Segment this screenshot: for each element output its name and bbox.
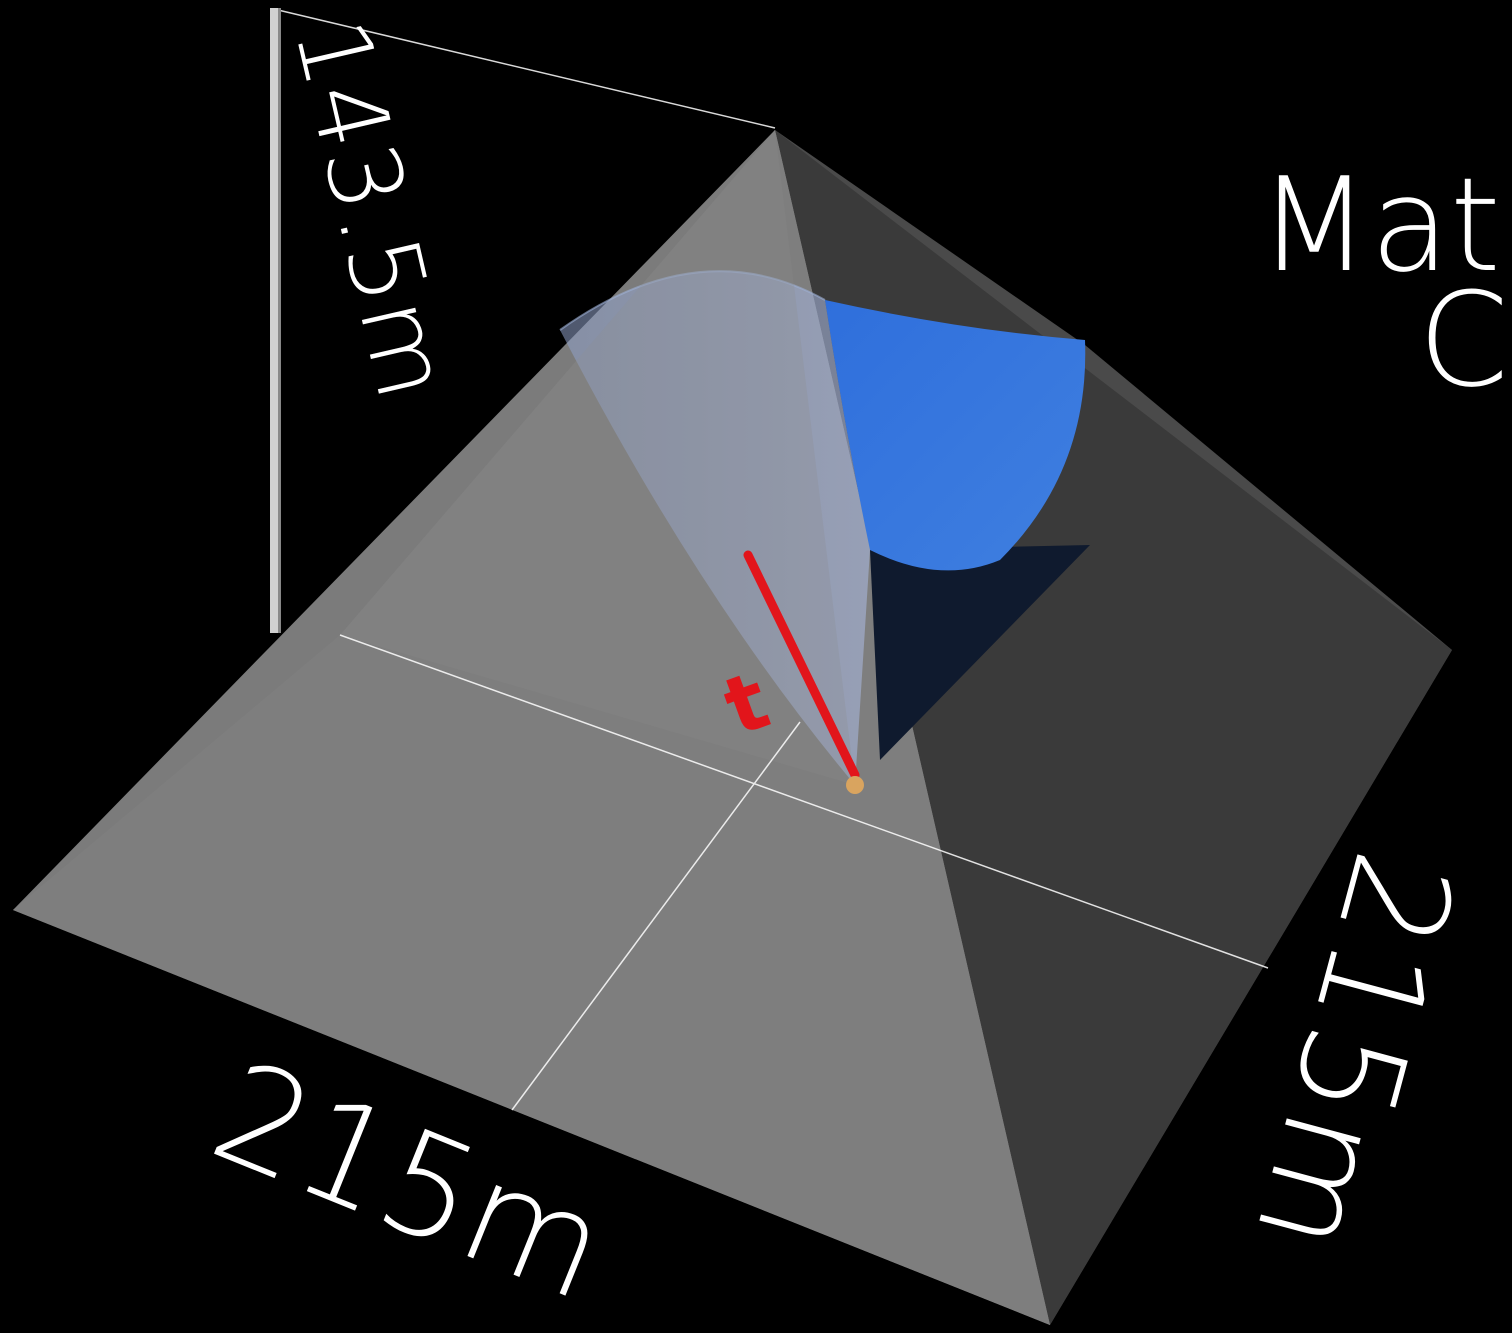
title-line2: C [1418, 264, 1509, 416]
height-pole [270, 8, 280, 633]
water-surface [825, 300, 1086, 571]
pyramid-cavity [870, 545, 1090, 760]
title-line1: Math [1258, 149, 1512, 301]
dimension-lines [277, 9, 1269, 1111]
height-pole-shadow [278, 8, 281, 633]
point-marker [846, 776, 864, 794]
segment-t [743, 550, 860, 780]
pyramid-front-glass [340, 130, 855, 785]
cone-rim [559, 270, 826, 331]
